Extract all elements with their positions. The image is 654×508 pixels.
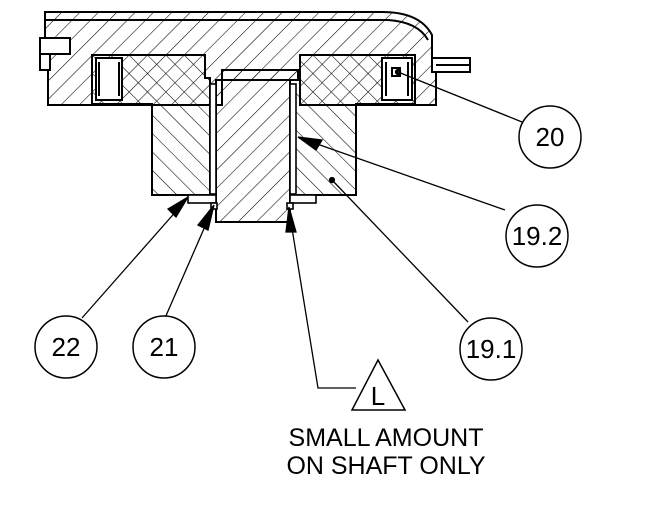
callout-22-label: 22: [52, 332, 81, 362]
lubrication-symbol-label: L: [371, 381, 385, 411]
callout-20-label: 20: [536, 122, 565, 152]
callout-20: 20: [518, 105, 582, 169]
callout-22: 22: [34, 315, 98, 379]
sleeve: [209, 83, 297, 195]
shaft: [215, 69, 299, 223]
callout-19-2: 19.2: [505, 204, 569, 268]
note-line-2: ON SHAFT ONLY: [286, 452, 485, 480]
callout-21: 21: [132, 315, 196, 379]
note-line-1: SMALL AMOUNT: [289, 424, 484, 452]
callout-19-1: 19.1: [459, 317, 523, 381]
callout-21-label: 21: [150, 332, 179, 362]
callout-19-2-label: 19.2: [512, 221, 563, 251]
rotor-hub-left: [91, 54, 211, 196]
lubrication-symbol: L: [350, 358, 407, 411]
lubrication-note: SMALL AMOUNT ON SHAFT ONLY: [286, 424, 485, 480]
rotor-hub-right: [289, 54, 416, 196]
leader-lines: [81, 68, 523, 389]
callout-19-1-label: 19.1: [466, 334, 517, 364]
